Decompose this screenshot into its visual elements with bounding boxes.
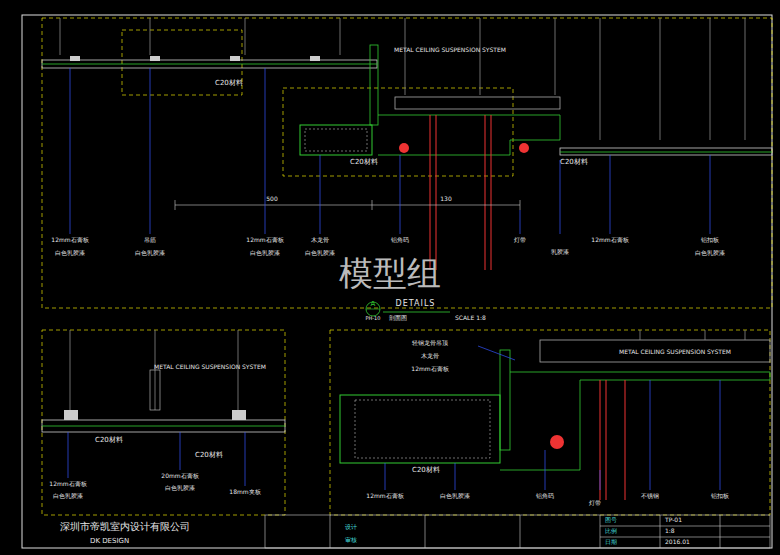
callout: 白色乳胶漆 (695, 250, 725, 256)
title-cell: 比例 (605, 528, 617, 534)
note: METAL CEILING SUSPENSION SYSTEM (154, 364, 266, 370)
callout: 木龙骨 (311, 237, 329, 243)
material-tag: C20材料 (560, 159, 588, 166)
callout: 白色乳胶漆 (250, 250, 280, 256)
title-cell: 1:8 (665, 528, 675, 534)
callout: 18mm夹板 (229, 489, 260, 495)
callout: 灯带 (589, 500, 601, 506)
note: METAL CEILING SUSPENSION SYSTEM (394, 47, 506, 53)
callout: 吊筋 (144, 237, 156, 243)
detail-title: DETAILS (396, 300, 436, 308)
callout: 白色乳胶漆 (55, 250, 85, 256)
callout: 20mm石膏板 (161, 473, 198, 479)
callout: 12mm石膏板 (51, 237, 88, 243)
callout: 12mm石膏板 (411, 366, 448, 372)
title-cell: 图号 (605, 517, 617, 523)
callout: 白色乳胶漆 (53, 493, 83, 499)
callout: 12mm石膏板 (49, 481, 86, 487)
callout: 不锈钢 (641, 493, 659, 499)
detail-name: 剖面图 (389, 315, 407, 321)
callout: 铝角码 (391, 237, 409, 243)
callout: 乳胶漆 (551, 249, 569, 255)
callout: 12mm石膏板 (591, 237, 628, 243)
material-tag: C20材料 (95, 437, 123, 444)
watermark: 模型组 (339, 256, 441, 290)
callout: 木龙骨 (421, 353, 439, 359)
callout: 灯带 (514, 237, 526, 243)
dimension: 500 (266, 196, 277, 202)
callout: 铝角码 (536, 493, 554, 499)
callout: 铝扣板 (701, 237, 719, 243)
callout: 白色乳胶漆 (135, 250, 165, 256)
material-tag: C20材料 (350, 159, 378, 166)
title-cell: 日期 (605, 539, 617, 545)
material-tag: C20材料 (412, 467, 440, 474)
title-cell: 设计 (345, 524, 357, 530)
detail-mark: A (371, 301, 376, 308)
detail-sheet: PH-10 (366, 316, 381, 321)
title-cell: TP-01 (665, 517, 682, 523)
title-cell: 审核 (345, 537, 357, 543)
callout: 白色乳胶漆 (440, 493, 470, 499)
callout: 白色乳胶漆 (305, 250, 335, 256)
company-name-en: DK DESIGN (90, 538, 129, 545)
callout: 12mm石膏板 (246, 237, 283, 243)
scale: SCALE 1:8 (455, 315, 486, 321)
callout: 白色乳胶漆 (165, 485, 195, 491)
material-tag: C20材料 (215, 80, 243, 87)
material-tag: C20材料 (195, 452, 223, 459)
company-name: 深圳市帝凯室内设计有限公司 (60, 522, 190, 532)
callout: 12mm石膏板 (366, 493, 403, 499)
callout: 轻钢龙骨吊顶 (412, 340, 448, 346)
note: METAL CEILING SUSPENSION SYSTEM (619, 349, 731, 355)
dimension: 130 (440, 196, 451, 202)
callout: 铝扣板 (711, 493, 729, 499)
title-cell: 2016.01 (665, 539, 690, 545)
